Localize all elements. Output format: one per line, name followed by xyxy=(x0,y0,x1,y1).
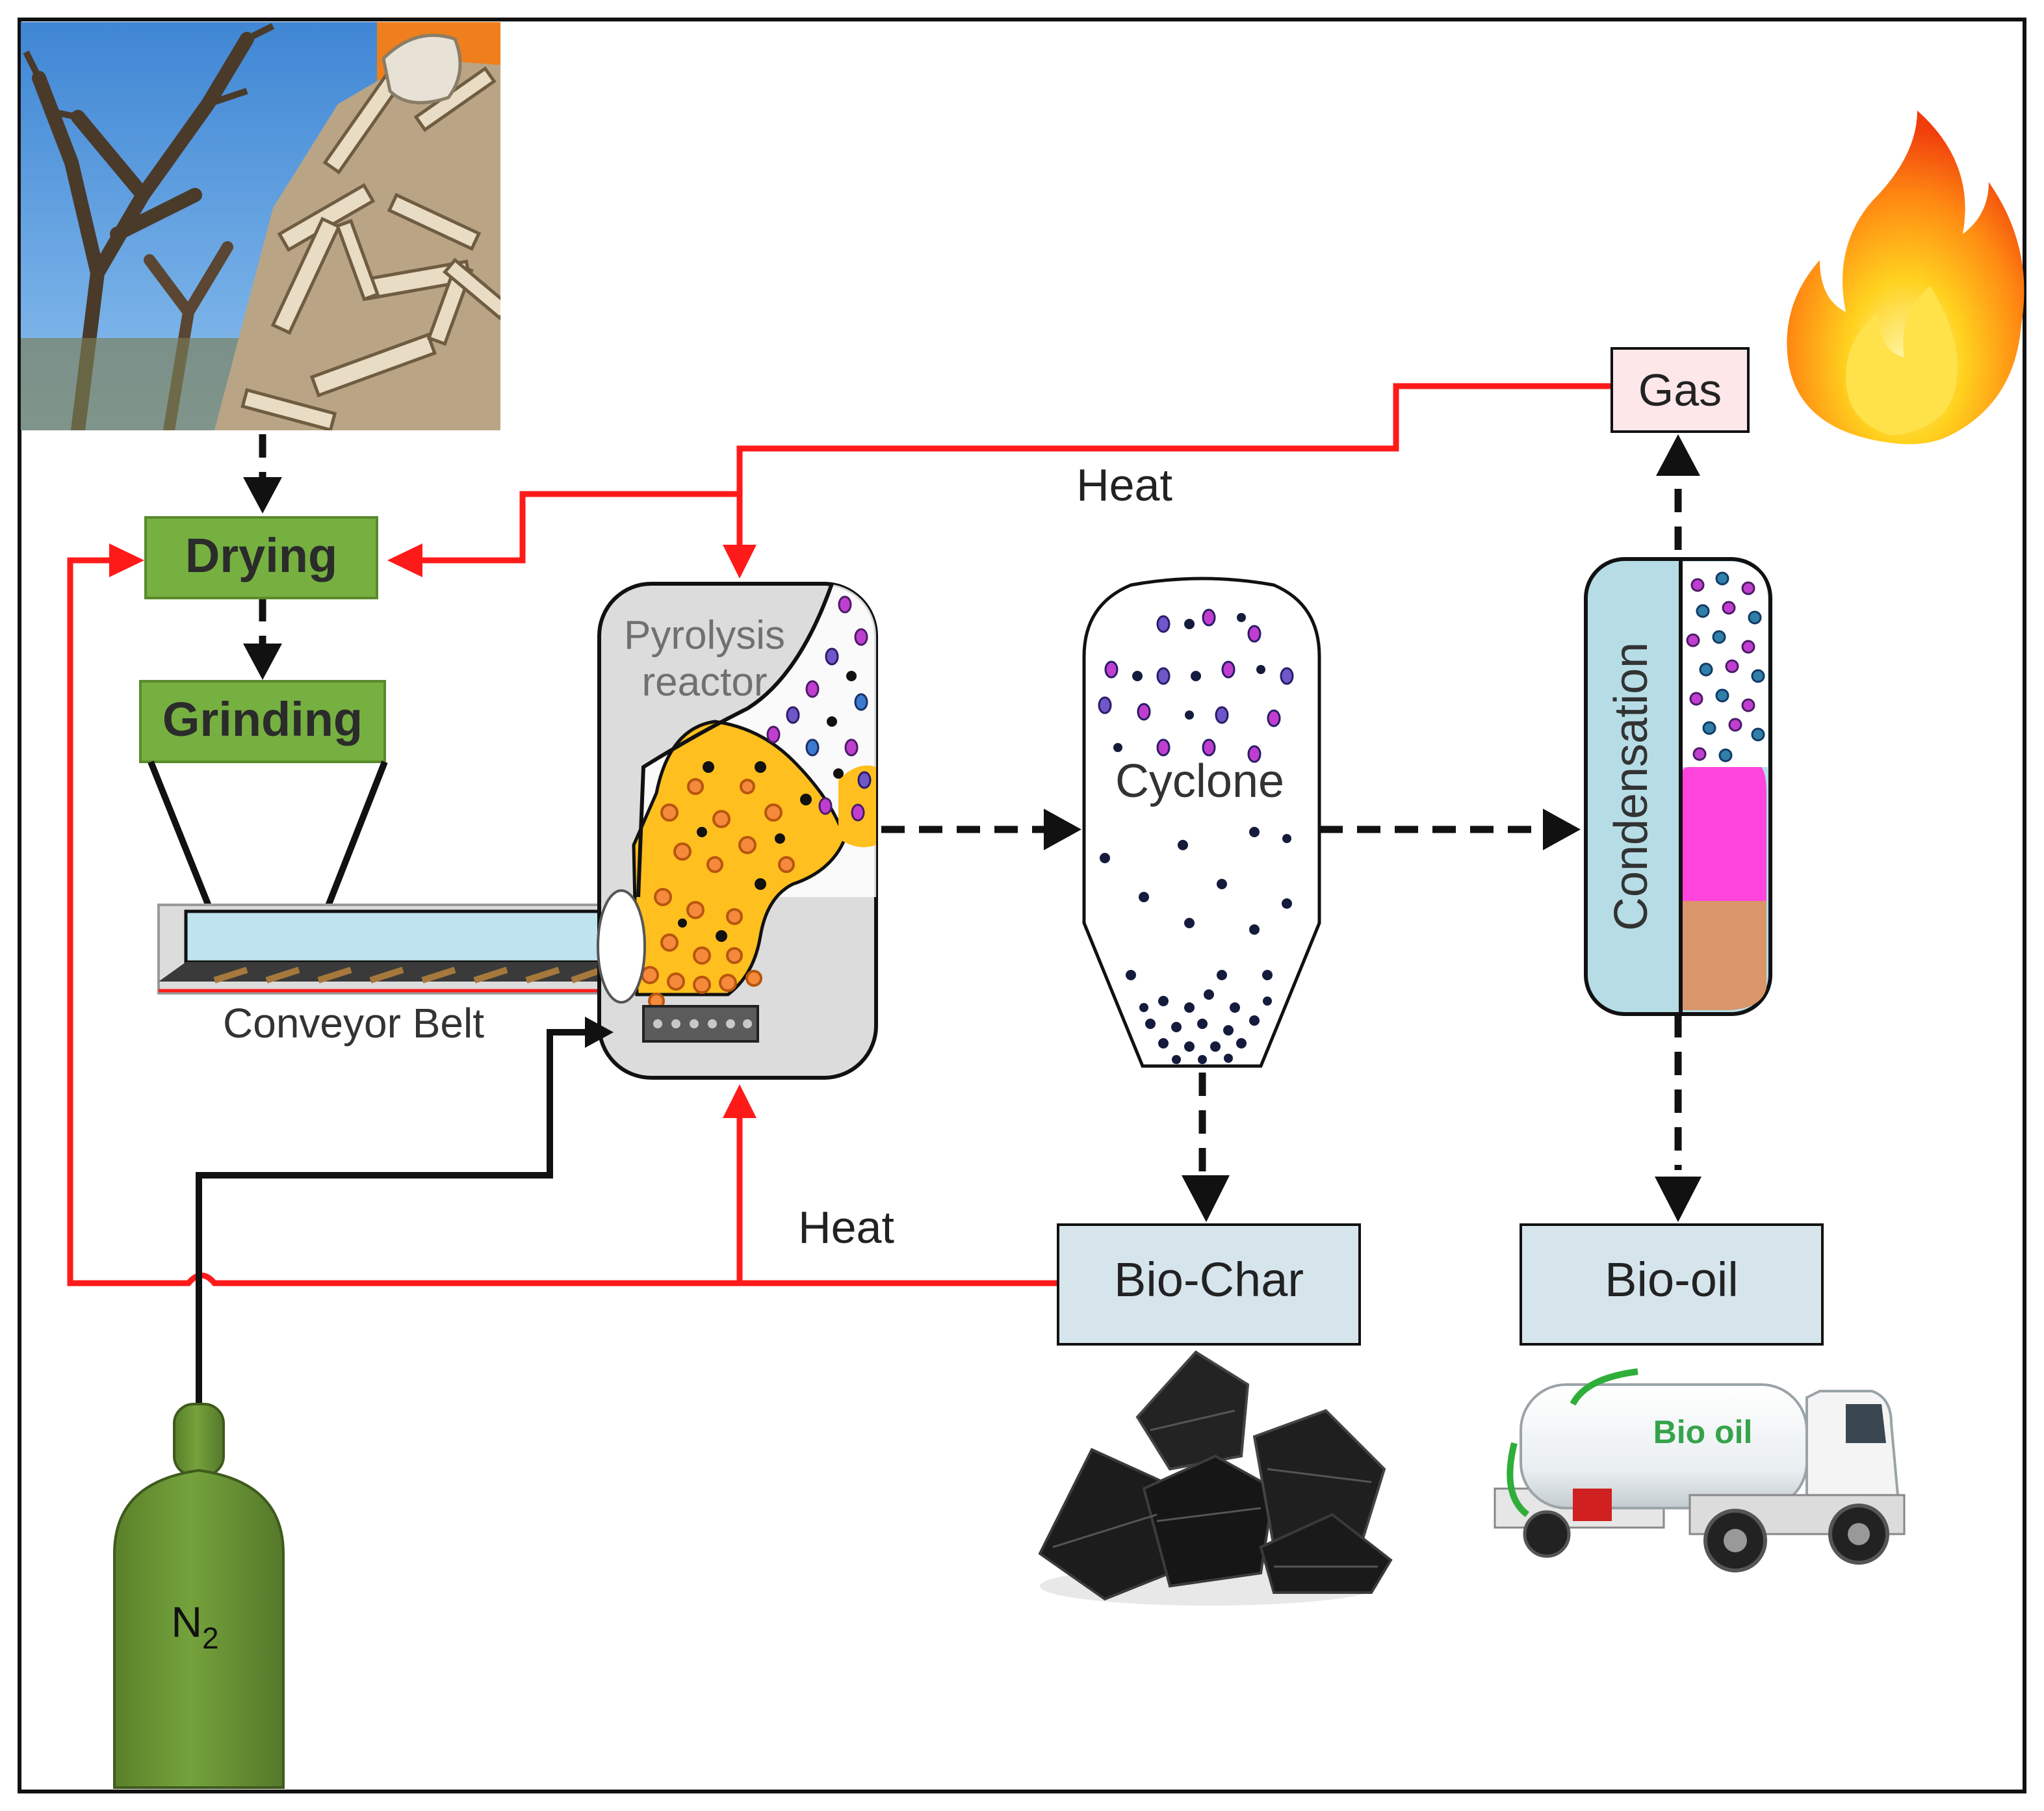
conveyor-belt-label: Conveyor Belt xyxy=(223,1000,484,1047)
n2-subscript: 2 xyxy=(202,1621,219,1655)
condenser: Condensation xyxy=(1584,557,1772,1016)
bio-oil-box: Bio-oil xyxy=(1520,1223,1824,1346)
cyclone-vapour-particles xyxy=(1098,608,1294,763)
drying-box: Drying xyxy=(144,516,378,599)
grinding-label: Grinding xyxy=(162,692,363,746)
bio-oil-label: Bio-oil xyxy=(1605,1253,1739,1307)
cyclone-label: Cyclone xyxy=(1115,755,1284,807)
flame-icon xyxy=(1787,111,2025,445)
pyrolysis-reactor-label-1: Pyrolysis xyxy=(624,613,785,658)
truck-bio-oil-label: Bio oil xyxy=(1653,1414,1753,1450)
arrowhead-reactor-bottom xyxy=(723,1084,757,1118)
pyrolysis-reactor: Pyrolysis reactor xyxy=(597,582,878,1080)
condenser-vapour-particles xyxy=(1686,571,1765,762)
tanker-truck-icon: Bio oil xyxy=(1494,1368,1906,1572)
gas-label: Gas xyxy=(1638,365,1722,415)
gas-box: Gas xyxy=(1611,347,1750,433)
n2-feed-line xyxy=(196,1029,593,1411)
cyclone-char-particles xyxy=(1100,613,1292,1064)
arrowhead-reactor-top xyxy=(723,545,757,579)
biomass-photo xyxy=(21,22,500,430)
reactor-vapour-particles xyxy=(766,595,872,822)
heat-label-top: Heat xyxy=(1076,460,1172,510)
heat-line-gas-to-reactor xyxy=(736,383,1611,551)
reactor-orange-particles xyxy=(641,778,795,1010)
nitrogen-cylinder-icon: N2 xyxy=(113,1403,285,1789)
bio-char-label: Bio-Char xyxy=(1114,1253,1304,1307)
svg-text:N2: N2 xyxy=(171,1598,218,1655)
conveyor-belt: Conveyor Belt xyxy=(157,904,607,1047)
reactor-feed-port xyxy=(597,889,646,1004)
heat-label-bottom: Heat xyxy=(798,1202,894,1253)
arrowhead-drying-left xyxy=(109,543,144,577)
charcoal-icon xyxy=(1038,1350,1393,1606)
condensation-label: Condensation xyxy=(1605,642,1657,931)
heat-line-to-drying xyxy=(398,491,740,564)
bio-char-box: Bio-Char xyxy=(1057,1223,1361,1346)
arrowhead-drying-right xyxy=(387,543,422,577)
pyrolysis-reactor-label-2: reactor xyxy=(642,660,768,705)
n2-arrowhead xyxy=(585,1017,614,1048)
hopper xyxy=(148,761,388,909)
grinding-box: Grinding xyxy=(139,680,386,763)
n2-label: N xyxy=(171,1598,202,1646)
reactor-grate xyxy=(642,1005,759,1043)
flow-arrowheads xyxy=(243,434,1701,1222)
drying-label: Drying xyxy=(185,528,337,582)
reactor-char-particles xyxy=(678,761,812,942)
heat-arrowheads xyxy=(109,543,757,1118)
cyclone: Cyclone xyxy=(1082,577,1321,1068)
material-flow-lines xyxy=(259,434,1682,1183)
